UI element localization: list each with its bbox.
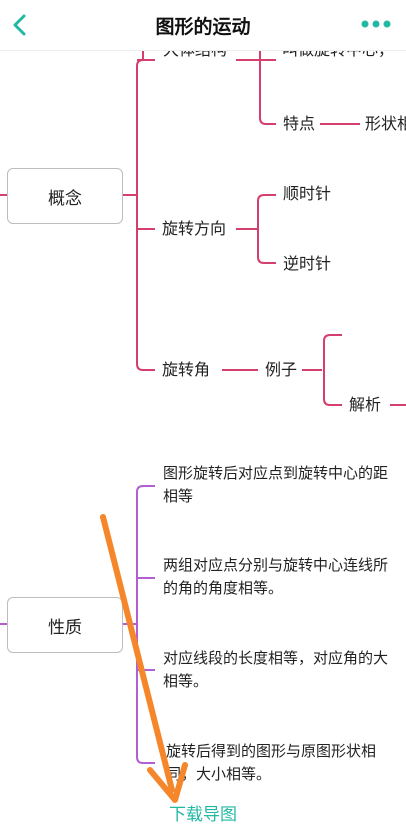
direction-node[interactable]: 旋转方向 [162,219,227,238]
more-dots-icon [361,20,391,28]
concept-root-node[interactable]: 概念 [7,168,123,224]
page-title: 图形的运动 [155,16,251,38]
mindmap-canvas[interactable]: 概念 大体结构 叫做旋转中心， 特点 形状相 旋转方向 顺时针 逆时针 旋转角 … [0,50,406,790]
concept-root-label: 概念 [48,188,82,209]
clockwise-node[interactable]: 顺时针 [283,184,332,203]
property-item-1-line2: 相等 [163,487,194,505]
chevron-left-icon [13,14,26,36]
more-button[interactable] [360,12,392,36]
property-item-2-line2: 的角的角度相等。 [163,579,284,597]
property-item-2[interactable]: 两组对应点分别与旋转中心连线所 的角的角度相等。 [163,554,388,600]
download-map-button[interactable]: 下载导图 [169,805,237,825]
feature-child-node[interactable]: 形状相 [365,114,406,133]
property-item-3-line2: 相等。 [163,672,209,690]
property-item-2-line1: 两组对应点分别与旋转中心连线所 [163,556,389,574]
structure-child-node[interactable]: 叫做旋转中心， [282,50,394,61]
property-item-1[interactable]: 图形旋转后对应点到旋转中心的距 相等 [163,462,388,508]
property-root-label: 性质 [48,617,82,638]
property-item-3-line1: 对应线段的长度相等，对应角的大 [163,649,389,667]
angle-node[interactable]: 旋转角 [162,360,211,379]
property-item-3[interactable]: 对应线段的长度相等，对应角的大 相等。 [163,647,388,693]
property-item-4-line2: 同，大小相等。 [166,765,272,783]
property-root-node[interactable]: 性质 [7,597,123,653]
property-item-4-line1: 旋转后得到的图形与原图形状相 [166,742,377,760]
feature-node[interactable]: 特点 [283,114,316,133]
property-item-4[interactable]: 旋转后得到的图形与原图形状相 同，大小相等。 [166,740,376,786]
bottom-bar: 下载导图 [0,790,406,830]
top-bar: 图形的运动 [0,0,406,51]
example-node[interactable]: 例子 [265,360,298,379]
analysis-node[interactable]: 解析 [349,395,382,414]
property-item-1-line1: 图形旋转后对应点到旋转中心的距 [163,464,389,482]
counterclockwise-node[interactable]: 逆时针 [283,254,332,273]
back-button[interactable] [6,10,36,40]
structure-node[interactable]: 大体结构 [163,50,227,61]
